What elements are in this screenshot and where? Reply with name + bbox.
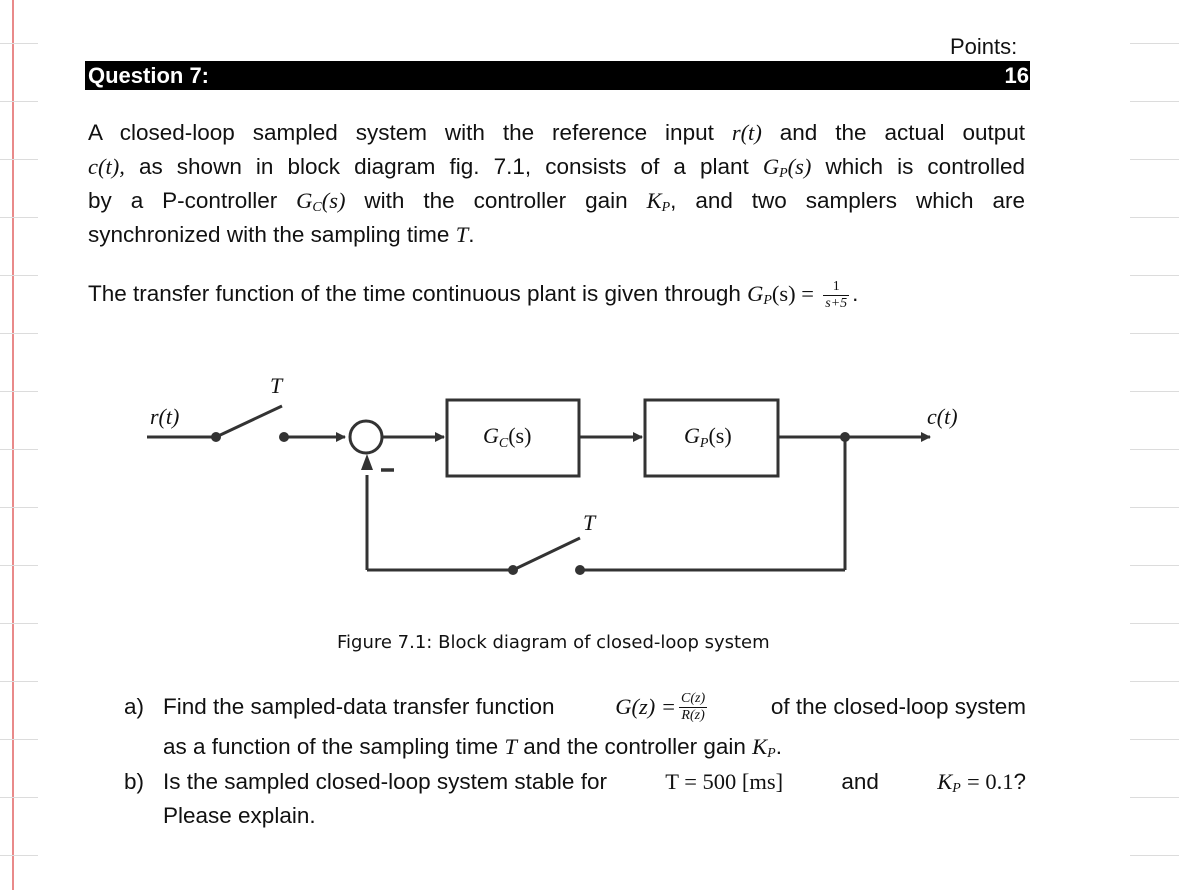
question-a-lhs: G(z) = xyxy=(615,694,677,719)
intro-line2a: as shown in block diagram fig. 7.1, cons… xyxy=(138,154,749,179)
transfer-text: The transfer function of the time contin… xyxy=(88,281,741,306)
question-a: a) Find the sampled-data transfer functi… xyxy=(124,685,1026,762)
intro-paragraph: A closed-loop sampled system with the re… xyxy=(88,116,1025,252)
transfer-end: . xyxy=(852,281,859,306)
intro-line2b: which is controlled xyxy=(825,154,1026,179)
intro-line3c: , and two samplers which are xyxy=(670,188,1025,213)
label-gp-block: GP(s) xyxy=(684,423,732,451)
math-T: T xyxy=(455,222,469,247)
summing-junction xyxy=(348,419,384,455)
intro-line3b: with the controller gain xyxy=(364,188,628,213)
label-T-bottom: T xyxy=(583,510,597,535)
question-a-kp: KP xyxy=(752,734,776,762)
label-T-top: T xyxy=(270,373,284,398)
intro-line4b: . xyxy=(468,222,475,247)
gc-block xyxy=(445,398,581,478)
input-sampler-contact xyxy=(279,432,289,442)
input-sampler-pivot xyxy=(211,432,221,442)
math-gc-s: GC(s) xyxy=(296,188,346,216)
question-b: b) Is the sampled closed-loop system sta… xyxy=(124,765,1026,835)
question-a-T: T xyxy=(504,734,517,759)
notebook-margin-line xyxy=(12,0,14,890)
output-branch-node xyxy=(840,432,850,442)
question-a-text1: Find the sampled-data transfer function xyxy=(163,694,555,719)
question-a-text3: as a function of the sampling time xyxy=(163,734,499,759)
label-gc-block: GC(s) xyxy=(483,423,531,451)
transfer-denominator: s+5 xyxy=(825,295,848,311)
label-c-t: c(t) xyxy=(927,404,958,429)
question-b-qmark: ? xyxy=(1013,769,1026,794)
transfer-numerator: 1 xyxy=(823,279,850,296)
question-b-cond1: T = 500 [ms] xyxy=(665,769,784,794)
question-b-kp: KP xyxy=(937,769,961,797)
transfer-function-sentence: The transfer function of the time contin… xyxy=(88,277,1025,318)
figure-caption: Figure 7.1: Block diagram of closed-loop… xyxy=(337,632,770,653)
transfer-lhs: GP(s) = xyxy=(747,281,814,309)
question-a-fraction: C(z) R(z) xyxy=(679,690,708,724)
question-b-cond2: = 0.1 xyxy=(967,769,1014,794)
feedback-sampler-pivot xyxy=(508,565,518,575)
math-c-t: c(t), xyxy=(88,154,125,179)
question-a-marker: a) xyxy=(124,694,145,719)
intro-line4a: synchronized with the sampling time xyxy=(88,222,450,247)
question-a-numerator: C(z) xyxy=(679,690,708,708)
question-b-text1: Is the sampled closed-loop system stable… xyxy=(163,769,607,794)
input-sampler-switch xyxy=(215,404,283,439)
question-b-and: and xyxy=(841,769,879,794)
question-a-text4: and the controller gain xyxy=(523,734,746,759)
transfer-fraction: 1 s+5 xyxy=(823,279,850,312)
feedback-sampler-switch xyxy=(512,536,581,572)
question-header-bar xyxy=(85,61,1030,90)
math-gp-s: GP(s) xyxy=(762,154,812,182)
gp-block xyxy=(643,398,780,478)
question-a-denominator: R(z) xyxy=(681,707,705,723)
question-a-end: . xyxy=(775,734,782,759)
label-r-t: r(t) xyxy=(150,404,179,429)
math-r-t: r(t) xyxy=(731,120,762,145)
question-a-text2: of the closed-loop system xyxy=(770,694,1026,719)
feedback-sampler-contact xyxy=(575,565,585,575)
feedback-arrowhead xyxy=(361,454,373,470)
intro-line1a: A closed-loop sampled system with the re… xyxy=(88,120,714,145)
intro-line3a: by a P-controller xyxy=(88,188,278,213)
question-b-marker: b) xyxy=(124,769,145,794)
intro-line1b: and the actual output xyxy=(779,120,1025,145)
points-label: Points: xyxy=(950,34,1018,59)
points-value: 16 xyxy=(1004,63,1029,88)
question-title: Question 7: xyxy=(88,63,210,88)
question-b-text2: Please explain. xyxy=(163,803,316,828)
math-kp: KP xyxy=(646,188,671,216)
